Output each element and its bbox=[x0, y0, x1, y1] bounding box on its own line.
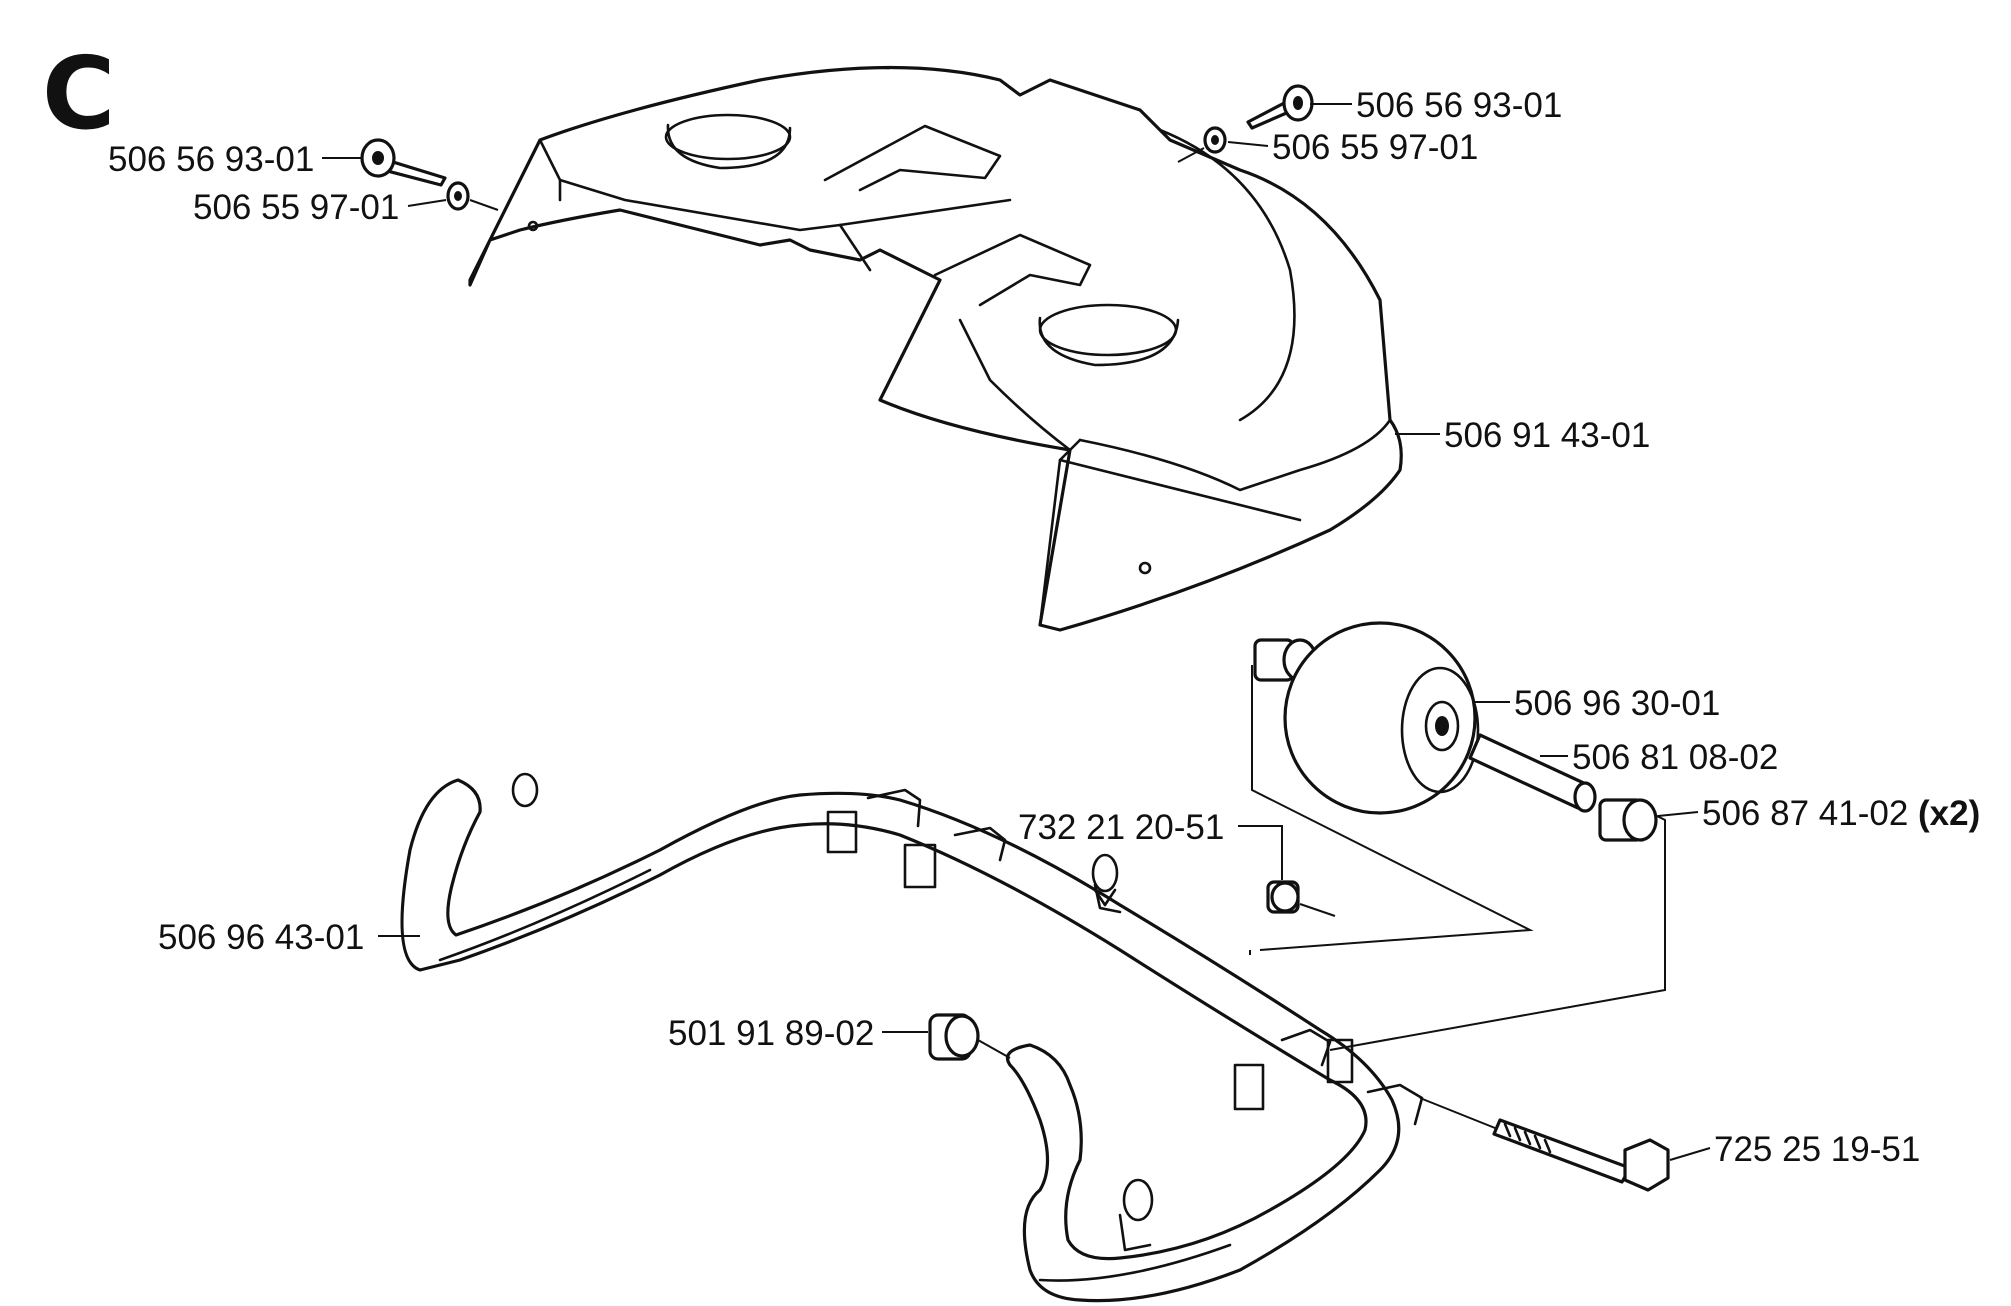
section-letter: C bbox=[42, 35, 115, 152]
callout-bumper-frame: 506 96 43-01 bbox=[158, 918, 364, 957]
bolt-part bbox=[1419, 1097, 1670, 1192]
callout-wheel: 506 96 30-01 bbox=[1514, 684, 1720, 723]
callout-washer-left: 506 55 97-01 bbox=[193, 188, 399, 227]
cover-part bbox=[468, 65, 1403, 632]
screw-right-part bbox=[1246, 84, 1314, 130]
callout-bolt: 725 25 19-51 bbox=[1714, 1130, 1920, 1169]
callout-bushing-number: 506 87 41-02 bbox=[1702, 794, 1908, 833]
callout-washer-right: 506 55 97-01 bbox=[1272, 128, 1478, 167]
callout-bushing-qty: (x2) bbox=[1918, 794, 1980, 833]
callout-screw-right: 506 56 93-01 bbox=[1356, 86, 1562, 125]
nut-part bbox=[1266, 880, 1336, 917]
spacer-part bbox=[928, 1013, 1011, 1061]
assembly-outline-left bbox=[1251, 665, 1534, 951]
washer-left-part bbox=[446, 181, 499, 211]
callout-bushing: 506 87 41-02 (x2) bbox=[1702, 794, 1980, 833]
callout-cover: 506 91 43-01 bbox=[1444, 416, 1650, 455]
callout-nut: 732 21 20-51 bbox=[1018, 808, 1224, 847]
washer-right-part bbox=[1177, 126, 1227, 163]
wheel-part bbox=[1283, 621, 1477, 815]
assembly-outline-right bbox=[1329, 804, 1666, 1051]
wheel-assembly bbox=[1249, 621, 1666, 1051]
callout-spacer: 501 91 89-02 bbox=[668, 1014, 874, 1053]
callout-screw-left: 506 56 93-01 bbox=[108, 140, 314, 179]
bumper-frame-part bbox=[400, 772, 1424, 1303]
callout-axle: 506 81 08-02 bbox=[1572, 738, 1778, 777]
screw-left-part bbox=[360, 138, 447, 187]
axle-part bbox=[1468, 733, 1590, 810]
